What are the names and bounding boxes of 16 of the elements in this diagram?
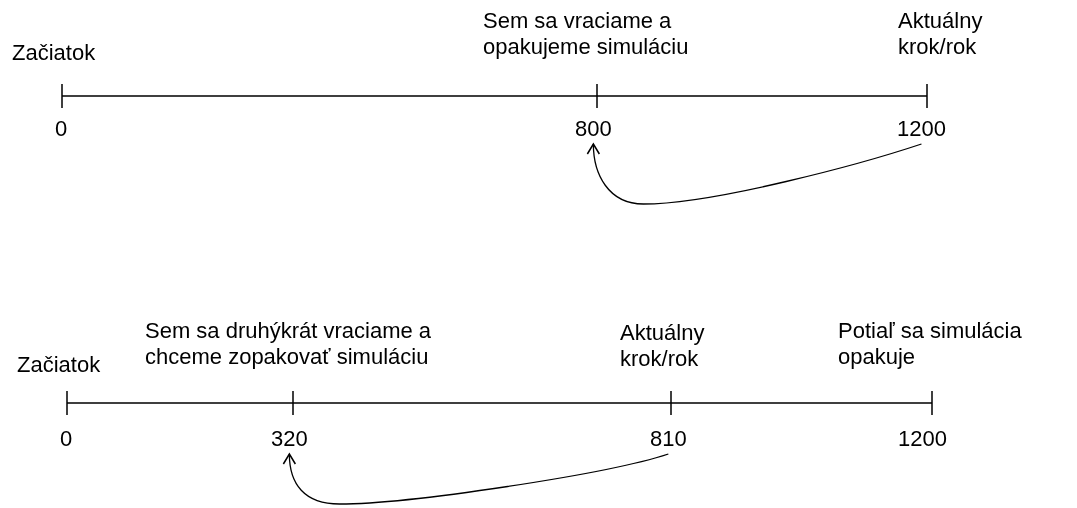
current-step-label: Aktuálny krok/rok — [898, 8, 984, 60]
curved-arrow — [587, 143, 923, 205]
tick-value: 0 — [55, 116, 68, 142]
tick-value: 1200 — [897, 116, 946, 142]
current-step-label: Aktuálny krok/rok — [620, 320, 706, 372]
tick-value: 800 — [575, 116, 612, 142]
tick-value: 320 — [271, 426, 308, 452]
tick-value: 0 — [60, 426, 73, 452]
tick-value: 810 — [650, 426, 687, 452]
start-label: Začiatok — [12, 40, 96, 66]
curved-arrow — [283, 453, 669, 505]
tick-value: 1200 — [898, 426, 947, 452]
start-label: Začiatok — [17, 352, 101, 378]
note-label: Potiaľ sa simulácia opakuje — [838, 318, 1023, 370]
note-label: Sem sa vraciame a opakujeme simuláciu — [483, 8, 690, 60]
note-label: Sem sa druhýkrát vraciame a chceme zopakovať simuláciu — [145, 318, 433, 370]
